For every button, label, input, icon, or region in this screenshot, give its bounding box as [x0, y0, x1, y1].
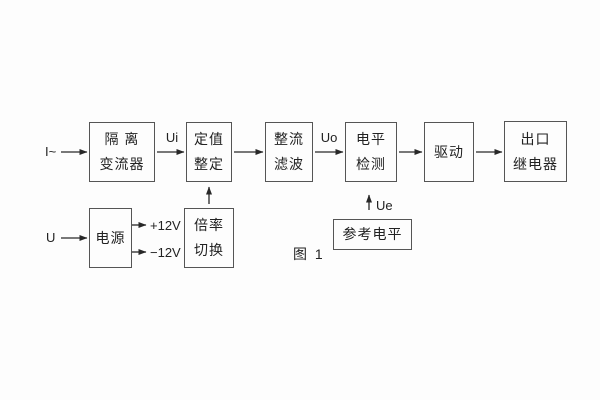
- box-drive-line1: 驱动: [434, 143, 464, 160]
- figure-caption: 图 1: [293, 246, 325, 262]
- box-rectify-filter-line1: 整流: [274, 131, 304, 147]
- box-isolation-transformer-line2: 变流器: [99, 156, 145, 172]
- box-ratio-switch-line1: 倍率: [194, 217, 224, 233]
- box-power-supply: 电源: [89, 208, 132, 268]
- label-uo: Uo: [320, 130, 338, 145]
- box-setting-adjust-line1: 定值: [194, 131, 224, 147]
- box-power-supply-line1: 电源: [95, 229, 126, 246]
- label-input-current: I~: [45, 144, 57, 159]
- box-reference-level-line1: 参考电平: [342, 226, 403, 242]
- box-level-detect-line1: 电平: [356, 131, 386, 147]
- label-minus-12v: −12V: [150, 245, 181, 260]
- label-plus-12v: +12V: [150, 218, 181, 233]
- box-level-detect: 电平 检测: [345, 122, 397, 182]
- box-rectify-filter: 整流 滤波: [265, 122, 313, 182]
- box-output-relay-line2: 继电器: [513, 155, 558, 172]
- box-setting-adjust: 定值 整定: [186, 122, 232, 182]
- box-output-relay: 出口 继电器: [504, 121, 567, 182]
- box-reference-level: 参考电平: [333, 219, 412, 250]
- label-input-voltage: U: [46, 230, 56, 245]
- box-output-relay-line1: 出口: [520, 130, 551, 147]
- box-ratio-switch-line2: 切换: [194, 242, 224, 258]
- label-ui: Ui: [165, 130, 179, 145]
- box-setting-adjust-line2: 整定: [194, 156, 224, 172]
- box-drive: 驱动: [424, 122, 474, 182]
- box-isolation-transformer: 隔 离 变流器: [89, 122, 155, 182]
- box-rectify-filter-line2: 滤波: [274, 156, 304, 172]
- box-level-detect-line2: 检测: [356, 156, 386, 172]
- box-isolation-transformer-line1: 隔 离: [104, 131, 140, 147]
- box-ratio-switch: 倍率 切换: [184, 208, 234, 268]
- label-ue: Ue: [376, 198, 393, 213]
